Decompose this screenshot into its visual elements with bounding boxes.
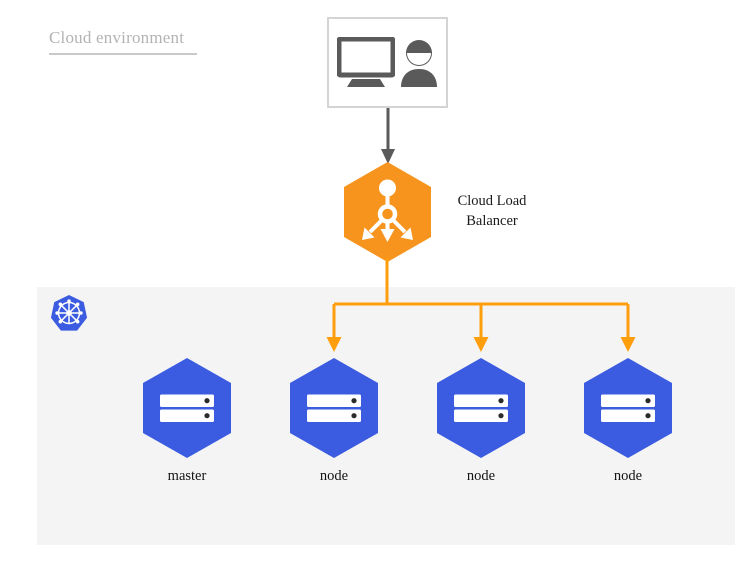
load-balancer-label: Cloud Load Balancer: [440, 191, 544, 231]
kubernetes-logo: [50, 294, 88, 331]
client-workstation-box[interactable]: [327, 17, 448, 108]
page-title: Cloud environment: [49, 28, 185, 47]
server-rack-icon: [307, 394, 361, 422]
cluster-node-2[interactable]: [437, 358, 525, 458]
kubernetes-helm-spokes: [55, 299, 83, 324]
server-rack-icon: [454, 394, 508, 422]
client-to-load-balancer-arrow: [381, 108, 395, 164]
cluster-node-master[interactable]: [143, 358, 231, 458]
load-balancer-hexagon[interactable]: [344, 162, 431, 262]
cluster-node-2-label: node: [466, 468, 496, 484]
cluster-node-3[interactable]: [584, 358, 672, 458]
cluster-node-1-label: node: [319, 468, 349, 484]
page-title-underline: [49, 53, 197, 55]
cluster-node-1[interactable]: [290, 358, 378, 458]
user-icon: [400, 39, 437, 87]
cluster-node-3-label: node: [613, 468, 643, 484]
load-balancer-distribute-icon: [362, 179, 413, 242]
load-balancer-label-line1: Cloud Load: [457, 193, 527, 209]
load-balancer-fanout-connectors: [326, 258, 636, 352]
cluster-node-master-label: master: [167, 468, 207, 484]
fanout-arrowheads: [326, 337, 636, 352]
monitor-icon: [336, 36, 395, 87]
load-balancer-label-line2: Balancer: [466, 213, 518, 229]
client-icon-group: [329, 19, 446, 106]
server-rack-icon: [601, 394, 655, 422]
server-rack-icon: [160, 394, 214, 422]
